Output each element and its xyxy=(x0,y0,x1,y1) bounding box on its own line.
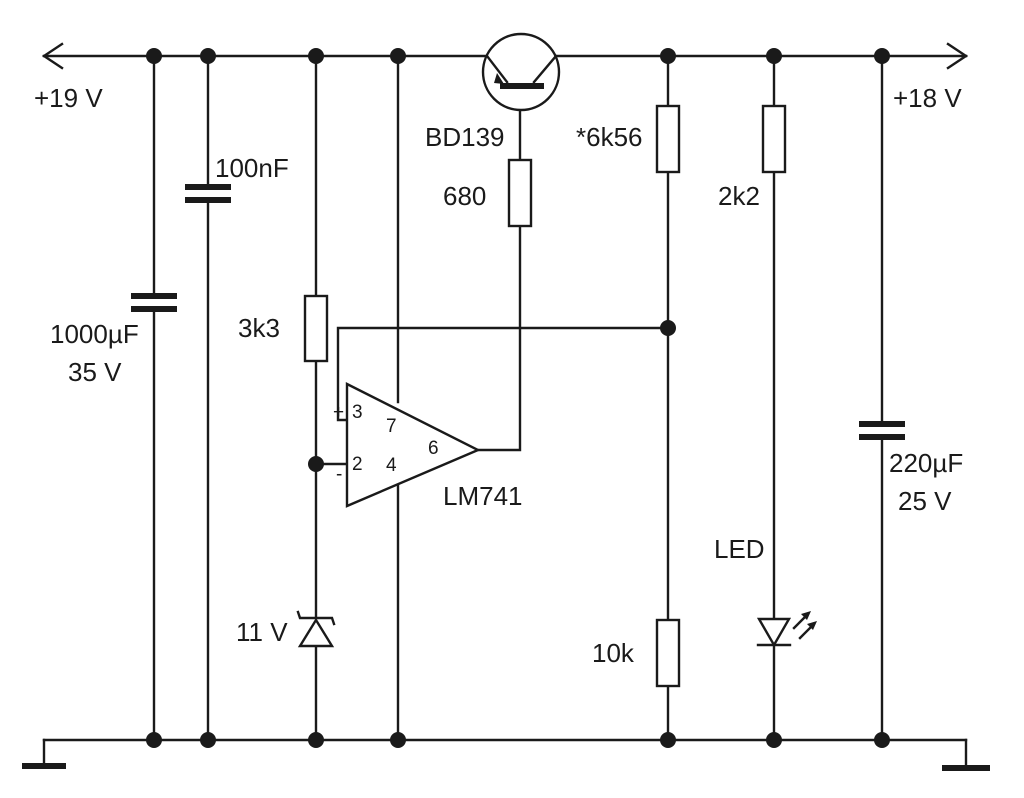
decoupling-capacitor xyxy=(185,54,231,742)
output-arrow-icon xyxy=(946,42,969,70)
opamp-label: LM741 xyxy=(443,481,523,511)
transistor-bd139-icon xyxy=(481,32,561,112)
zener-diode-icon xyxy=(296,610,336,648)
opamp-pin-6: 6 xyxy=(428,438,439,459)
led-icon xyxy=(756,617,792,648)
zener-bias-resistor xyxy=(303,294,329,363)
ground-rail xyxy=(42,738,968,768)
opamp-pin-3: 3 xyxy=(352,402,363,423)
opamp-lm741 xyxy=(345,382,481,508)
divider-lower-resistor-label: 10k xyxy=(592,638,635,668)
opamp-pin-4: 4 xyxy=(386,455,397,476)
output-capacitor xyxy=(859,54,905,742)
input-capacitor-rating-label: 35 V xyxy=(68,357,122,387)
divider-upper-resistor xyxy=(655,104,681,174)
output-voltage-label: +18 V xyxy=(893,83,962,113)
led-resistor xyxy=(761,104,787,174)
output-capacitor-value-label: 220µF xyxy=(889,448,963,478)
junction-dots xyxy=(146,48,890,748)
base-resistor-label: 680 xyxy=(443,181,486,211)
output-capacitor-rating-label: 25 V xyxy=(898,486,952,516)
divider-lower-resistor xyxy=(655,618,681,688)
led-light-arrows-icon xyxy=(792,611,817,640)
transistor-label: BD139 xyxy=(425,122,505,152)
base-resistor xyxy=(507,158,533,228)
input-capacitor xyxy=(131,54,177,742)
opamp-pin-7: 7 xyxy=(386,416,397,437)
opamp-pin-2: 2 xyxy=(352,454,363,475)
zener-bias-resistor-label: 3k3 xyxy=(238,313,280,343)
feedback-wire xyxy=(336,326,670,422)
input-voltage-label: +19 V xyxy=(34,83,103,113)
zener-diode-label: 11 V xyxy=(236,617,288,647)
led-resistor-label: 2k2 xyxy=(718,181,760,211)
opamp-minus-sign: - xyxy=(336,464,342,485)
decoupling-capacitor-label: 100nF xyxy=(215,153,289,183)
opamp-plus-sign: + xyxy=(333,402,344,423)
led-label: LED xyxy=(714,534,765,564)
input-arrow-icon xyxy=(41,42,64,70)
input-capacitor-value-label: 1000µF xyxy=(50,319,139,349)
divider-upper-resistor-label: *6k56 xyxy=(576,122,643,152)
